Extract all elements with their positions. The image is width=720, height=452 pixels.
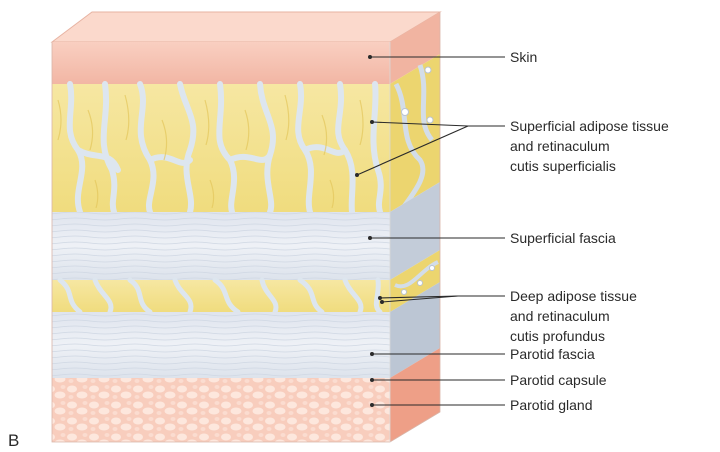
label-parotid-fascia: Parotid fascia — [510, 346, 595, 362]
label-skin: Skin — [510, 49, 537, 65]
panel-label: B — [8, 431, 19, 450]
label-deep-adipose-line-2: and retinaculum — [510, 308, 610, 324]
label-superficial-adipose-line-3: cutis superficialis — [510, 158, 616, 174]
label-deep-adipose-line-1: Deep adipose tissue — [510, 288, 637, 304]
parotid-gland-layer — [52, 378, 390, 442]
parotid-fascia-fibers — [52, 312, 390, 378]
label-superficial-adipose: Superficial adipose tissue and retinacul… — [510, 118, 673, 174]
label-superficial-fascia: Superficial fascia — [510, 230, 616, 246]
label-parotid-capsule: Parotid capsule — [510, 372, 607, 388]
label-parotid-gland: Parotid gland — [510, 397, 593, 413]
label-superficial-adipose-line-2: and retinaculum — [510, 138, 610, 154]
superficial-fascia-fibers — [52, 212, 390, 280]
block-top-face — [52, 12, 440, 42]
label-superficial-adipose-line-1: Superficial adipose tissue — [510, 118, 669, 134]
label-deep-adipose: Deep adipose tissue and retinaculum cuti… — [510, 288, 641, 344]
label-deep-adipose-line-3: cutis profundus — [510, 328, 605, 344]
skin-layer — [52, 42, 390, 84]
